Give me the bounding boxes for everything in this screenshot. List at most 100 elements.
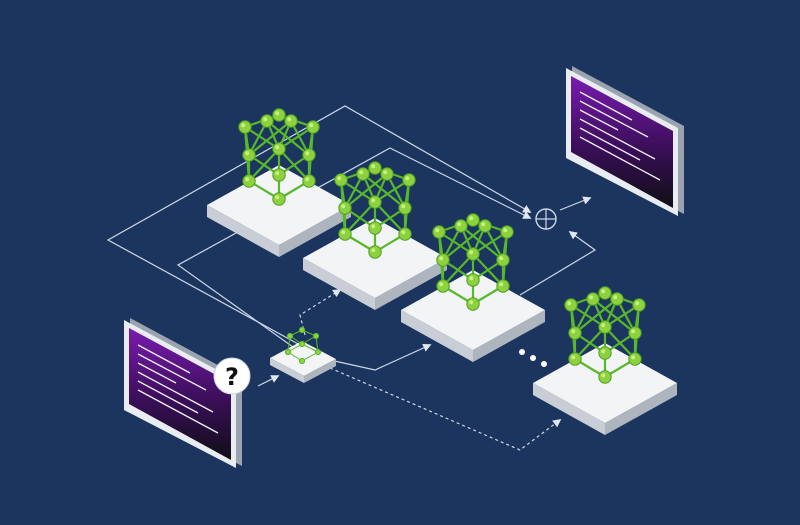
network-edge — [569, 303, 607, 329]
network-node — [302, 148, 316, 162]
expert-platform-left — [207, 205, 279, 257]
network-node — [478, 219, 492, 233]
network-node — [272, 168, 286, 182]
network-node-highlight — [589, 295, 594, 300]
ellipsis-dots-icon — [519, 349, 547, 367]
network-edge — [343, 172, 389, 210]
network-node-highlight — [275, 145, 280, 150]
network-edge — [441, 224, 487, 262]
network-node-highlight — [383, 170, 388, 175]
network-node — [436, 253, 450, 267]
network-edge — [247, 119, 293, 157]
network-node-highlight — [405, 176, 410, 181]
network-node — [610, 292, 624, 306]
connector-router-to-expert-3 — [329, 343, 432, 371]
output-screen — [566, 66, 684, 216]
network-edge — [591, 297, 637, 335]
connector-router-to-expert-2-dashed — [299, 289, 342, 336]
network-node-highlight — [567, 301, 572, 306]
network-node-highlight — [635, 301, 640, 306]
network-node-highlight — [401, 204, 406, 209]
network-edge — [343, 200, 377, 236]
network-node — [272, 142, 286, 156]
network-node-highlight — [439, 256, 444, 261]
network-node — [356, 167, 370, 181]
network-edge — [573, 297, 619, 335]
network-node — [306, 120, 320, 134]
network-edge — [573, 325, 607, 361]
connector-router-to-expert-4-dashed — [329, 367, 562, 451]
network-node — [368, 221, 382, 235]
network-node-highlight — [359, 170, 364, 175]
network-node — [380, 167, 394, 181]
network-node-highlight — [601, 349, 606, 354]
network-node-highlight — [241, 123, 246, 128]
network-node — [598, 320, 612, 334]
circled-plus-icon — [535, 208, 557, 230]
network-node-highlight — [371, 224, 376, 229]
network-node — [496, 279, 510, 293]
network-node — [500, 225, 514, 239]
network-node-highlight — [245, 177, 250, 182]
network-node-highlight — [499, 282, 504, 287]
network-node — [454, 219, 468, 233]
expert-platform-right — [605, 383, 677, 435]
network-node — [568, 326, 582, 340]
network-node — [496, 253, 510, 267]
network-node — [368, 195, 382, 209]
network-node-highlight — [341, 204, 346, 209]
expert-network-nodes — [432, 213, 514, 311]
network-node — [368, 245, 382, 259]
network-node-highlight — [305, 177, 310, 182]
connector-aggregator-to-output — [559, 196, 592, 211]
network-node — [598, 346, 612, 360]
connector-expert-3-to-aggregator — [519, 231, 597, 296]
network-edge — [339, 178, 377, 204]
expert-3 — [401, 213, 545, 362]
network-node-highlight — [469, 276, 474, 281]
network-node-highlight — [571, 355, 576, 360]
network-node — [272, 192, 286, 206]
expert-4 — [533, 286, 677, 435]
network-node-highlight — [601, 373, 606, 378]
expert-platform-left — [303, 258, 375, 310]
network-node-highlight — [457, 222, 462, 227]
network-edge — [459, 224, 505, 262]
network-node-highlight — [469, 300, 474, 305]
network-node — [586, 292, 600, 306]
network-node — [242, 174, 256, 188]
network-node — [272, 108, 286, 122]
network-node-highlight — [245, 151, 250, 156]
network-node — [368, 161, 382, 175]
network-node — [466, 213, 480, 227]
network-node — [338, 201, 352, 215]
expert-1 — [207, 108, 351, 257]
network-node — [598, 370, 612, 384]
network-node-highlight — [601, 289, 606, 294]
network-node-highlight — [305, 151, 310, 156]
network-node-highlight — [631, 329, 636, 334]
network-node-highlight — [275, 195, 280, 200]
network-node-highlight — [371, 248, 376, 253]
question-mark-symbol: ? — [225, 363, 239, 391]
network-node-highlight — [337, 176, 342, 181]
network-node-highlight — [263, 117, 268, 122]
network-node-highlight — [481, 222, 486, 227]
connector-outer-loop — [106, 105, 532, 346]
network-edge — [265, 119, 311, 157]
network-edge — [243, 125, 281, 151]
network-node-highlight — [275, 171, 280, 176]
network-node — [598, 286, 612, 300]
network-node-highlight — [275, 111, 280, 116]
network-node — [260, 114, 274, 128]
network-node-highlight — [401, 230, 406, 235]
expert-network-nodes — [238, 108, 320, 206]
expert-platform-left — [401, 310, 473, 362]
network-node — [284, 114, 298, 128]
network-node — [242, 148, 256, 162]
network-node-highlight — [571, 329, 576, 334]
connector-lines — [106, 105, 597, 451]
output-screen-text-lines — [579, 91, 661, 181]
router-network — [284, 326, 322, 365]
network-edge — [247, 147, 281, 183]
